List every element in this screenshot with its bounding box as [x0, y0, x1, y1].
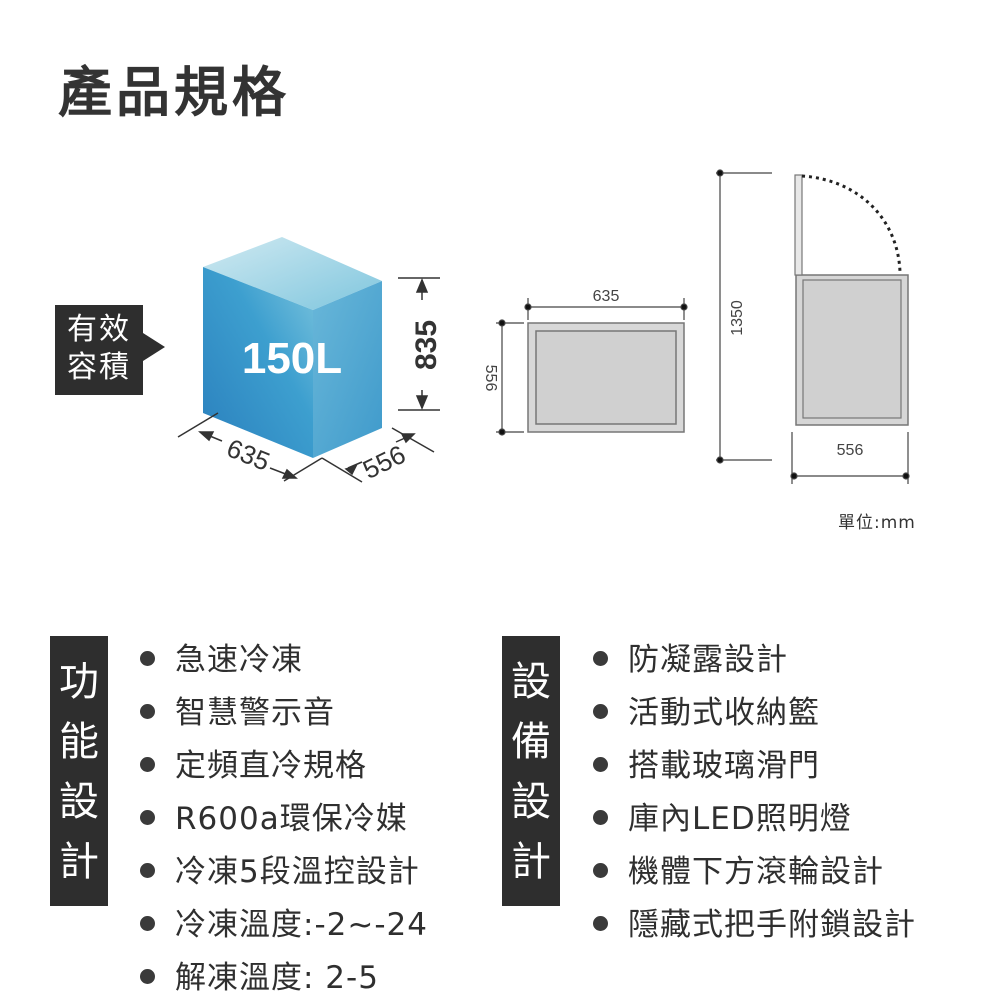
feature-text: 智慧警示音	[175, 695, 335, 731]
design-feature-list: 防凝露設計 活動式收納籃 搭載玻璃滑門 庫內LED照明燈 機體下方滾輪設計 隱藏…	[593, 634, 916, 952]
feature-text: 冷凍溫度:-2~-24	[175, 907, 428, 943]
bullet-icon	[140, 969, 155, 984]
bullet-icon	[593, 757, 608, 772]
function-label-char: 計	[59, 839, 99, 885]
feature-text: 搭載玻璃滑門	[628, 748, 820, 784]
design-section-label: 設 備 設 計	[502, 636, 560, 906]
cube-volume-label: 150L	[242, 334, 342, 383]
side-view-depth-label: 556	[837, 442, 864, 459]
top-view-depth-label: 556	[482, 365, 499, 392]
bullet-icon	[140, 651, 155, 666]
top-view-width-dimension	[524, 298, 688, 320]
list-item: 隱藏式把手附鎖設計	[593, 899, 916, 952]
bullet-icon	[140, 863, 155, 878]
unit-note: 單位:mm	[838, 513, 916, 533]
design-label-char: 備	[511, 719, 551, 765]
list-item: 庫內LED照明燈	[593, 793, 916, 846]
top-view-depth-dimension	[496, 319, 524, 436]
bullet-icon	[593, 916, 608, 931]
list-item: 冷凍溫度:-2~-24	[140, 899, 428, 952]
capacity-badge-pointer	[143, 333, 165, 361]
feature-text: 隱藏式把手附鎖設計	[628, 907, 916, 943]
feature-text: 機體下方滾輪設計	[628, 854, 884, 890]
design-label-char: 設	[511, 779, 551, 825]
bullet-icon	[593, 651, 608, 666]
list-item: 急速冷凍	[140, 634, 428, 687]
function-label-char: 能	[59, 719, 99, 765]
list-item: 解凍溫度: 2-5	[140, 952, 428, 1005]
list-item: R600a環保冷媒	[140, 793, 428, 846]
cube-front-face	[203, 267, 313, 458]
dimension-diagram: 150L 835 635 556 635	[177, 169, 910, 485]
side-view-height-dimension	[716, 169, 772, 464]
top-view-drawing	[527, 322, 685, 433]
cube-depth-dimension	[321, 427, 435, 483]
feature-text: 定頻直冷規格	[175, 748, 367, 784]
list-item: 機體下方滾輪設計	[593, 846, 916, 899]
list-item: 智慧警示音	[140, 687, 428, 740]
cube-side-face	[313, 281, 382, 458]
function-label-char: 設	[59, 779, 99, 825]
side-view-depth-dimension	[790, 432, 910, 484]
list-item: 冷凍5段溫控設計	[140, 846, 428, 899]
top-view-width-label: 635	[593, 288, 620, 305]
bullet-icon	[140, 810, 155, 825]
capacity-badge-line1: 有效	[67, 312, 131, 347]
bullet-icon	[140, 757, 155, 772]
bullet-icon	[593, 704, 608, 719]
list-item: 活動式收納籃	[593, 687, 916, 740]
cube-width-label: 635	[223, 433, 274, 477]
bullet-icon	[593, 810, 608, 825]
list-item: 防凝露設計	[593, 634, 916, 687]
function-feature-list: 急速冷凍 智慧警示音 定頻直冷規格 R600a環保冷媒 冷凍5段溫控設計 冷凍溫…	[140, 634, 428, 1005]
feature-text: 防凝露設計	[628, 642, 788, 678]
feature-text: 冷凍5段溫控設計	[175, 854, 420, 890]
cube-top-face	[203, 237, 382, 310]
capacity-badge-line2: 容積	[67, 350, 131, 385]
design-label-char: 計	[511, 839, 551, 885]
function-section-label: 功 能 設 計	[50, 636, 108, 906]
feature-text: 庫內LED照明燈	[628, 801, 852, 837]
cube-depth-label: 556	[358, 439, 410, 485]
cube-height-dimension	[398, 277, 440, 411]
page-title: 產品規格	[58, 61, 290, 124]
cube-width-dimension	[177, 412, 323, 482]
list-item: 搭載玻璃滑門	[593, 740, 916, 793]
cube-height-label: 835	[410, 320, 443, 370]
list-item: 定頻直冷規格	[140, 740, 428, 793]
side-view-height-label: 1350	[729, 300, 746, 336]
capacity-badge: 有效 容積	[55, 305, 143, 395]
feature-text: 急速冷凍	[175, 642, 303, 678]
feature-text: 解凍溫度: 2-5	[175, 960, 379, 996]
feature-text: R600a環保冷媒	[175, 801, 408, 837]
bullet-icon	[140, 704, 155, 719]
bullet-icon	[593, 863, 608, 878]
feature-text: 活動式收納籃	[628, 695, 820, 731]
bullet-icon	[140, 916, 155, 931]
side-view-drawing	[794, 174, 909, 426]
function-label-char: 功	[59, 659, 99, 705]
design-label-char: 設	[511, 659, 551, 705]
